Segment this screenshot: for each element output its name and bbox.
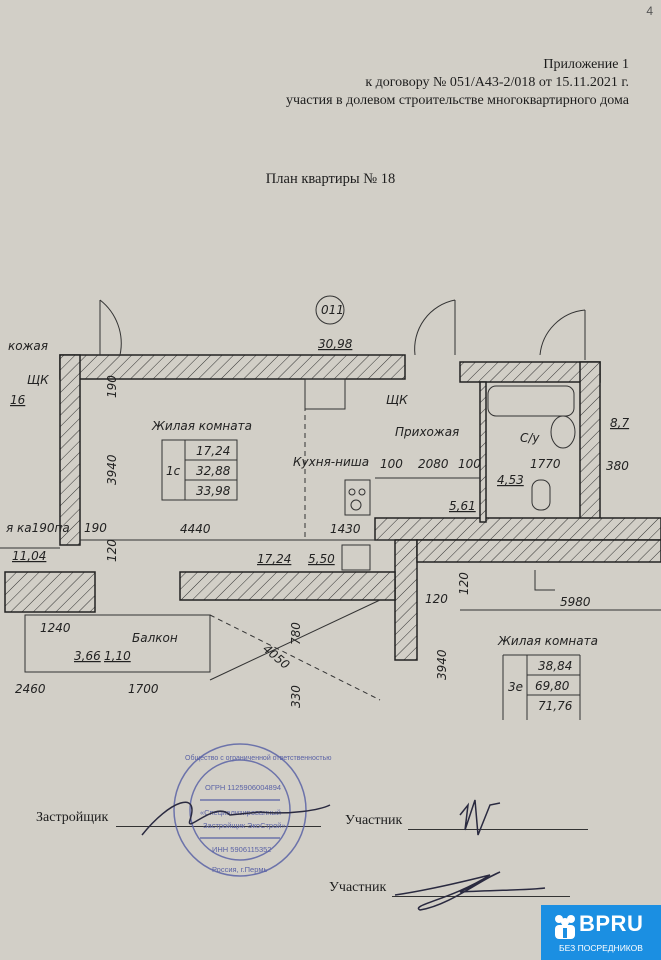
room1-name: Жилая комната [151,419,252,433]
label-right: 8,7 [610,416,629,430]
floor-plan: 011 30,98 кожая ЩК 16 ЩК 8,7 Жилая комна… [0,295,661,720]
dim-4440: 4440 [180,522,211,536]
developer-label: Застройщик [36,810,109,825]
developer-signature [141,801,331,836]
area-bath: 4,53 [497,473,524,487]
area-hall: 5,61 [449,499,476,513]
badge-tagline: БЕЗ ПОСРЕДНИКОВ [559,943,643,953]
developer-signature-line [116,826,321,827]
room3-area-total-balcony: 71,76 [538,699,573,713]
participant2-label: Участник [329,880,387,895]
bath-label: С/у [520,431,540,445]
balcony-label: Балкон [132,631,178,645]
dim-1700: 1700 [128,682,159,696]
dim-1240: 1240 [40,621,71,635]
dim-1430: 1430 [330,522,361,536]
dim-190-top: 190 [105,375,119,398]
label-16: 16 [10,393,26,407]
room3-area-total: 69,80 [535,679,570,693]
stamp-name2: Застройщик ЭкоСтрой» [203,821,286,830]
bpru-badge: BPRU БЕЗ ПОСРЕДНИКОВ [541,905,661,960]
dim-330: 330 [289,685,303,708]
left-cut-text: я ка190па [6,521,70,535]
page-number: 4 [646,4,653,18]
area-top: 30,98 [318,337,353,351]
area-balcony-coef: 1,10 [104,649,131,663]
badge-brand: BPRU [579,911,644,936]
kitchen-label: Кухня-ниша [293,455,369,469]
room1-area-total: 32,88 [196,464,231,478]
interior-lines [0,295,586,701]
dim-780: 780 [289,622,303,645]
label-shk-right: ЩК [386,393,408,407]
dim-100b: 100 [458,457,481,471]
dim-120a: 120 [105,539,119,562]
dim-120b: 120 [425,592,448,606]
stamp-city: Россия, г.Пермь [212,865,268,874]
participant2-signature-line [392,896,570,897]
axis-mark: 011 [321,303,344,317]
hall-label: Прихожая [395,425,459,439]
label-hall-left: кожая [8,339,48,353]
participant1-label: Участник [345,813,403,828]
participant2-signature [394,871,546,911]
area-left: 11,04 [12,549,46,563]
contract-subject: участия в долевом строительстве многоква… [286,93,629,108]
room1-table [161,439,238,501]
people-logo-icon [555,915,575,939]
appendix-label: Приложение 1 [543,57,629,72]
dim-4050: 4050 [260,642,293,673]
area-kitchen: 5,50 [308,552,335,566]
dim-3940b: 3940 [435,649,449,680]
walls [4,354,661,661]
stamp-and-signatures: ОГРН 1125906004894 «Специализированный З… [141,743,546,911]
room3-table [502,654,581,720]
company-stamp [173,743,307,877]
plan-title: План квартиры № 18 [265,171,396,187]
dim-1770: 1770 [530,457,561,471]
dim-100a: 100 [380,457,403,471]
dim-190: 190 [84,521,107,535]
room1-area-total-balcony: 33,98 [196,484,231,498]
dim-120c: 120 [457,572,471,595]
room3-area-living: 38,84 [538,659,572,673]
stamp-ogrn: ОГРН 1125906004894 [205,783,281,792]
area-balcony: 3,66 [74,649,101,663]
dim-5980: 5980 [560,595,591,609]
dim-2460: 2460 [15,682,46,696]
dim-2080: 2080 [418,457,449,471]
room3-code: 3е [508,680,523,694]
participant1-signature-line [408,829,588,830]
stamp-inn: ИНН 5906115352 [212,845,271,854]
dim-3940: 3940 [105,454,119,485]
stamp-outer: Общество с ограниченной ответственностью [185,754,332,762]
stamp-name1: «Специализированный [200,808,281,817]
participant1-signature [459,799,501,836]
area-room: 17,24 [257,552,291,566]
label-shk-left: ЩК [27,373,49,387]
room1-code: 1с [166,464,181,478]
room3-name: Жилая комната [497,634,598,648]
room1-area-living: 17,24 [196,444,230,458]
dim-380: 380 [606,459,629,473]
contract-reference: к договору № 051/А43-2/018 от 15.11.2021… [365,75,629,90]
